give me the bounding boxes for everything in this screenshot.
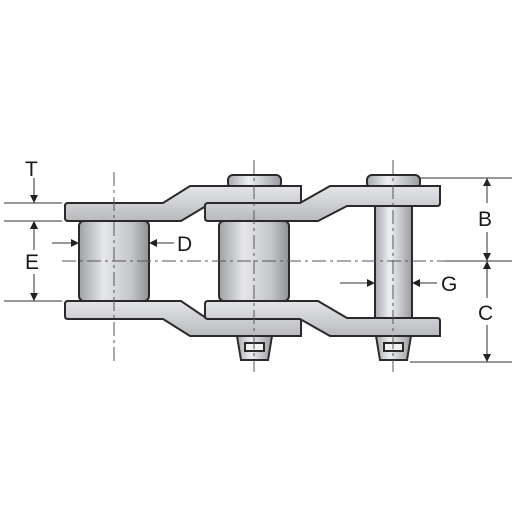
dimension-e: E xyxy=(4,221,62,302)
dimension-t: T xyxy=(4,158,62,232)
label-b: B xyxy=(478,208,492,231)
dimension-d: D xyxy=(52,233,192,256)
plate-bottom-right xyxy=(204,300,441,337)
dimension-g: G xyxy=(340,273,457,296)
label-d: D xyxy=(177,233,192,256)
plate-top-right xyxy=(204,185,441,222)
label-t: T xyxy=(25,158,38,181)
label-e: E xyxy=(25,251,39,274)
label-g: G xyxy=(441,273,457,296)
label-c: C xyxy=(478,302,493,325)
dimension-b-c: B C xyxy=(410,177,512,363)
